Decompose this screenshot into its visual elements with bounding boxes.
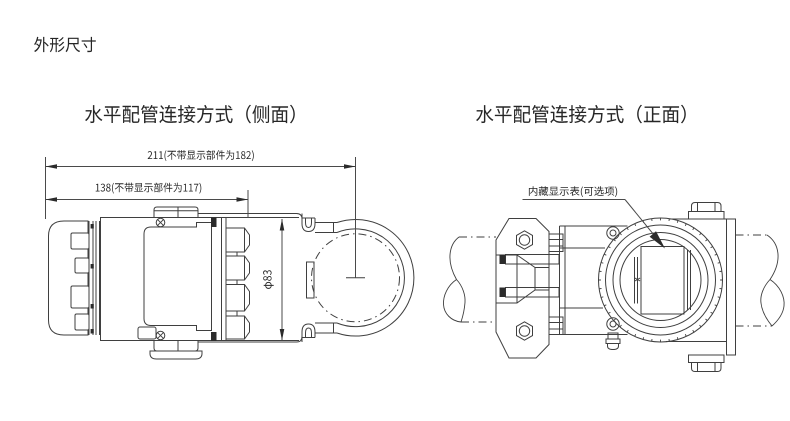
side-view-drawing [45, 150, 415, 360]
fv-cover-lug [606, 317, 620, 331]
fv-bezel-knurl-ticks [598, 218, 723, 342]
sv-tag-plate [137, 326, 157, 340]
sv-bracket-edge [306, 261, 315, 299]
sv-pipe-circle [311, 233, 400, 323]
dimension-arrow-icon [279, 219, 285, 231]
fv-side-plate [726, 218, 736, 356]
dimension-arrow-icon [279, 329, 285, 341]
sv-rear-fin [225, 315, 250, 340]
sv-screw-icon [155, 217, 166, 228]
callout-arrow-icon [649, 231, 665, 249]
fv-display-window [634, 246, 691, 315]
dimension-arrow-icon [236, 197, 248, 202]
sv-dim-diameter-label [263, 270, 274, 289]
sv-dim-diameter [263, 219, 285, 341]
fv-pipe-right [735, 234, 785, 327]
sv-dim-overall-length [45, 150, 356, 169]
sv-dimensions [45, 150, 356, 341]
sv-ubolt-nut [301, 323, 316, 342]
dimension-arrow-icon [344, 164, 356, 169]
sv-mounting-bracket [198, 213, 316, 343]
sv-cover-fin [74, 257, 90, 274]
fv-glass-ring [619, 239, 702, 321]
fv-lcd-mark [634, 276, 641, 283]
fv-conduit-top [688, 202, 725, 220]
front-view-drawing [443, 186, 785, 372]
sv-bottom-cover [153, 340, 199, 352]
fv-housing-barrel [559, 225, 628, 335]
fv-conduit-bottom [688, 354, 725, 372]
sv-rear-fin [225, 284, 250, 312]
sv-dim-body-label [95, 182, 202, 194]
fv-bezel-outer-ring [598, 217, 723, 343]
sv-cover-fin [70, 232, 90, 250]
fv-vent-plug [605, 332, 621, 351]
sv-bottom-cap [149, 350, 203, 360]
dimension-arrow-icon [45, 197, 57, 202]
sv-ubolt-nut [301, 213, 316, 233]
sv-dim-body-length [45, 182, 248, 202]
fv-bolt-hex [516, 230, 533, 250]
sv-rear-fin [225, 227, 250, 253]
sv-ubolt [315, 218, 415, 337]
sv-transmitter-body [48, 206, 250, 360]
sv-screw-icon [155, 330, 166, 341]
fv-cover-lug [606, 226, 620, 240]
fv-housing-right [666, 202, 736, 372]
fv-tie-bolt [505, 254, 560, 265]
fv-bezel-ring [612, 232, 709, 328]
sv-left-cover [48, 220, 89, 336]
fv-lcd-frame [640, 246, 685, 315]
fv-bezel-ring [605, 224, 716, 336]
dimension-arrow-icon [45, 164, 57, 169]
sv-rear-fin [225, 255, 250, 281]
sv-top-cover [153, 206, 199, 218]
page-heading [34, 36, 96, 53]
fv-callout-label [528, 186, 618, 197]
fv-mounting-bracket [495, 218, 564, 359]
sv-inner-panel [143, 222, 212, 331]
sv-housing-body [100, 217, 222, 341]
fv-display-bezel [598, 217, 723, 351]
sv-dim-overall-label [147, 150, 254, 162]
fv-bolt-hex [516, 321, 533, 341]
sv-cover-fin [74, 313, 90, 331]
front-view-title [476, 104, 686, 124]
fv-pipe-left [443, 236, 496, 323]
fv-display-callout [522, 186, 665, 249]
sv-cover-fin [70, 285, 90, 309]
side-view-title [85, 104, 295, 124]
heading-outline [34, 36, 96, 53]
